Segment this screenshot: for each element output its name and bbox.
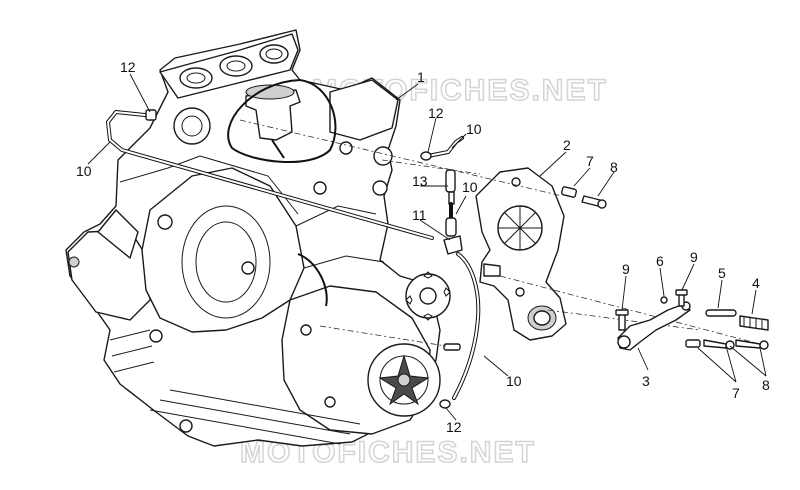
callout-labels: 1 2 3 4 5 6 7 7 8 8 9 9 10 10 10 10 11 1… xyxy=(76,59,770,435)
callout-6: 6 xyxy=(656,253,664,269)
callout-13: 13 xyxy=(412,173,428,189)
engine-block xyxy=(65,29,441,447)
callout-10-left: 10 xyxy=(76,163,92,179)
sprocket-cover xyxy=(475,167,567,341)
callout-8-upper: 8 xyxy=(610,159,618,175)
callout-2: 2 xyxy=(563,137,571,153)
regulator-wire xyxy=(227,78,337,307)
callout-3: 3 xyxy=(642,373,650,389)
callout-8-lower: 8 xyxy=(762,377,770,393)
callout-1: 1 xyxy=(417,69,425,85)
callout-9-left: 9 xyxy=(622,261,630,277)
callout-12-bottom: 12 xyxy=(446,419,462,435)
fuel-pipe-assembly xyxy=(405,136,481,409)
fuel-return-line xyxy=(105,109,434,240)
callout-12-left: 12 xyxy=(120,59,136,75)
callout-10-top: 10 xyxy=(466,121,482,137)
callout-11: 11 xyxy=(412,207,427,223)
gear-shift-assembly xyxy=(560,186,769,351)
callout-10-middle: 10 xyxy=(462,179,478,195)
leader-lines xyxy=(87,73,767,421)
callout-12-top: 12 xyxy=(428,105,444,121)
callout-7-lower: 7 xyxy=(732,385,740,401)
callout-9-right: 9 xyxy=(690,249,698,265)
assembly-axis-lines xyxy=(239,119,761,347)
callout-7-upper: 7 xyxy=(586,153,594,169)
hose-clamp-left xyxy=(145,109,157,121)
callout-10-bottom: 10 xyxy=(506,373,522,389)
callout-4: 4 xyxy=(752,275,760,291)
callout-5: 5 xyxy=(718,265,726,281)
